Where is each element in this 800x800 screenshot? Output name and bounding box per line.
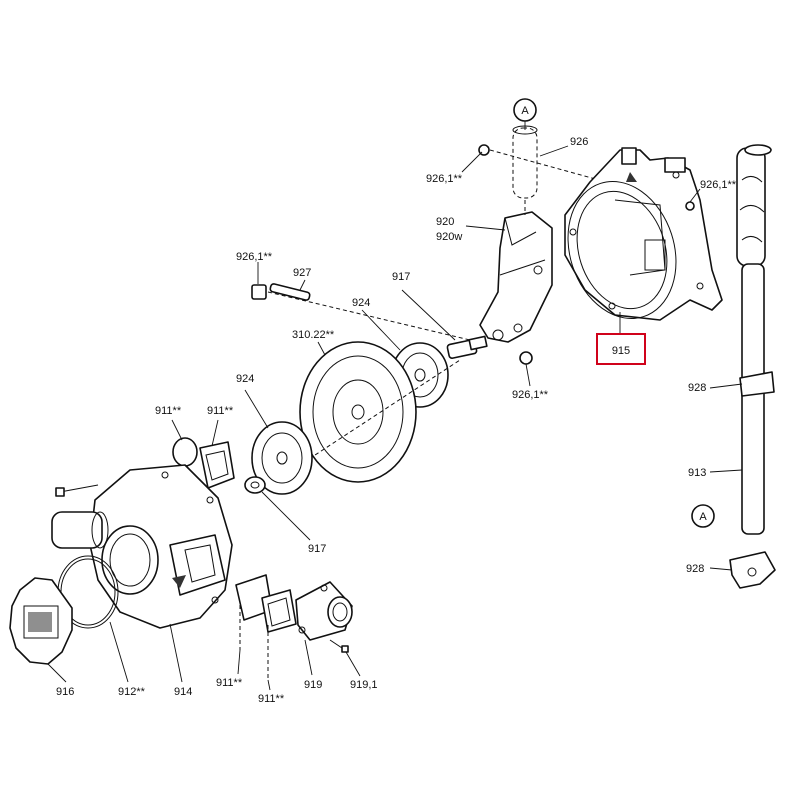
part-310-diaphragm [279, 341, 461, 483]
label-926-1-topright: 926,1** [700, 179, 737, 191]
callout-a-right-circle [691, 504, 715, 528]
label-911-d: 911** [258, 693, 285, 705]
label-924-left: 924 [236, 373, 254, 385]
label-917-bottom: 917 [308, 543, 326, 555]
label-a-top: A [521, 105, 529, 117]
label-a-right: A [699, 511, 707, 523]
part-920-bracket [479, 200, 553, 343]
label-924-top: 924 [352, 297, 370, 309]
part-911-gasket-upper [172, 437, 235, 489]
label-912: 912** [118, 686, 146, 698]
label-920w: 920w [436, 231, 462, 243]
label-915: 915 [612, 345, 630, 357]
label-919-1: 919,1 [350, 679, 378, 691]
label-926-1-mid: 926,1** [512, 389, 549, 401]
part-914-pump-body [51, 464, 233, 629]
label-911-a: 911** [155, 405, 182, 417]
part-919-outlet [295, 581, 353, 653]
label-310-22: 310.22** [292, 329, 335, 341]
part-924-plate-left [251, 421, 313, 495]
part-927-pin [251, 283, 471, 341]
label-914: 914 [174, 686, 192, 698]
label-913: 913 [688, 467, 706, 479]
label-928-bottom: 928 [686, 563, 704, 575]
part-928-clip [729, 551, 776, 589]
label-920: 920 [436, 216, 454, 228]
part-913-handle [736, 144, 775, 535]
label-926-top: 926 [570, 136, 588, 148]
label-911-b: 911** [207, 405, 234, 417]
callout-a-top-circle [513, 98, 537, 122]
label-919: 919 [304, 679, 322, 691]
label-928-top: 928 [688, 382, 706, 394]
label-927: 927 [293, 267, 311, 279]
label-926-1-left: 926,1** [236, 251, 273, 263]
part-911-gasket-lower [235, 574, 297, 680]
label-917-top: 917 [392, 271, 410, 283]
part-917-bolt-top [446, 335, 533, 365]
leader-lines [47, 121, 743, 691]
part-916-end-cover [9, 577, 73, 665]
part-915-ring-housing [564, 147, 723, 321]
part-917-nut [244, 476, 266, 494]
label-911-c: 911** [216, 677, 243, 689]
part-926-1-washer-right [685, 201, 695, 211]
highlight-box-915 [596, 333, 646, 365]
label-916: 916 [56, 686, 74, 698]
label-926-1-topleft: 926,1** [426, 173, 463, 185]
